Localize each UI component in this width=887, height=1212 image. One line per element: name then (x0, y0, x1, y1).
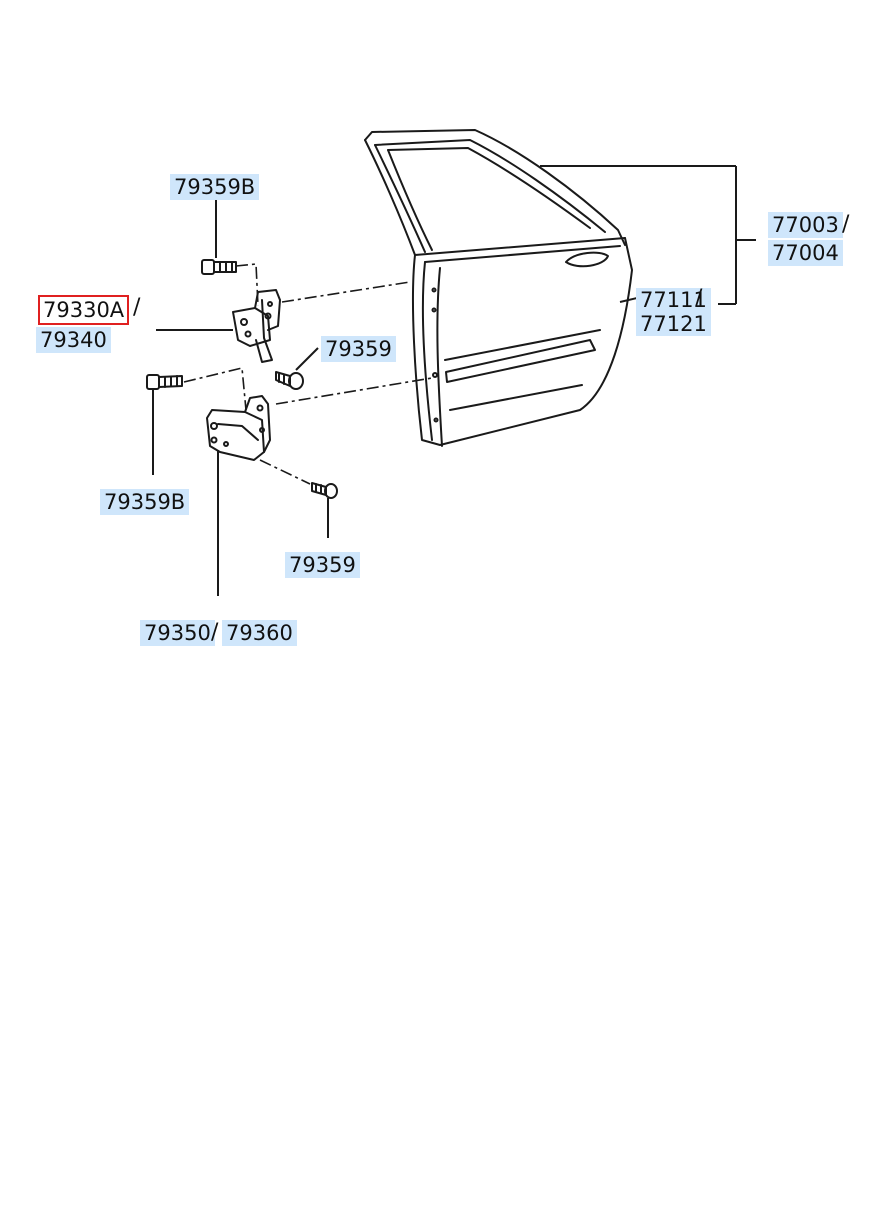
callout-77004[interactable]: 77004 (768, 240, 843, 266)
callout-79360[interactable]: 79360 (222, 620, 297, 646)
alignment-lines (183, 263, 433, 485)
callout-77121[interactable]: 77121 (636, 312, 711, 336)
upper-hinge-drawing (232, 289, 281, 363)
callout-77111[interactable]: 77111 (636, 288, 711, 312)
callout-79350[interactable]: 79350 (140, 620, 215, 646)
upper-bolt-b-drawing (201, 259, 237, 275)
callout-79340[interactable]: 79340 (36, 327, 111, 353)
lower-bolt-drawing (311, 482, 338, 499)
callout-79359-upper[interactable]: 79359 (321, 336, 396, 362)
callout-79359b-upper[interactable]: 79359B (170, 174, 260, 200)
leader-lines (152, 165, 756, 596)
upper-bolt-drawing (275, 371, 304, 390)
separator-slash: / (842, 212, 850, 237)
separator-slash: / (211, 620, 219, 645)
separator-slash: / (133, 295, 141, 320)
callout-79359b-lower[interactable]: 79359B (100, 489, 190, 515)
separator-slash: / (695, 286, 703, 311)
callout-77003[interactable]: 77003 (768, 212, 843, 238)
lower-hinge-drawing (206, 395, 271, 461)
door-assembly-drawing (364, 129, 633, 447)
lower-bolt-b-drawing (146, 374, 183, 390)
callout-79359-lower[interactable]: 79359 (285, 552, 360, 578)
callout-79330a-selected[interactable]: 79330A (38, 295, 130, 325)
